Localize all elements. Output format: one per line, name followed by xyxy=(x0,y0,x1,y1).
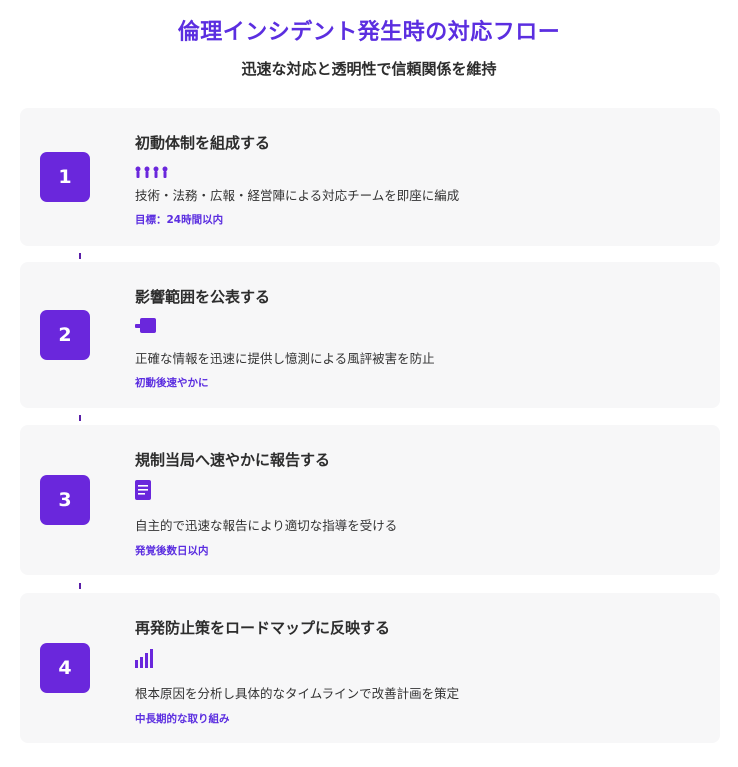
page-subtitle: 迅速な対応と透明性で信頼関係を維持 xyxy=(241,60,497,78)
step-tag: 発覚後数日以内 xyxy=(135,545,209,557)
step-description: 根本原因を分析し具体的なタイムラインで改善計画を策定 xyxy=(135,686,460,701)
megaphone-icon xyxy=(135,316,175,338)
step-connector xyxy=(79,415,81,421)
step-card-2: 2 影響範囲を公表する 正確な情報を迅速に提供し憶測による風評被害を防止 初動後… xyxy=(20,262,720,408)
step-connector xyxy=(79,583,81,589)
step-card-3: 3 規制当局へ速やかに報告する 自主的で迅速な報告により適切な指導を受ける 発覚… xyxy=(20,425,720,575)
step-connector xyxy=(79,253,81,259)
step-number-badge: 3 xyxy=(40,475,90,525)
step-description: 自主的で迅速な報告により適切な指導を受ける xyxy=(135,518,398,533)
step-card-1: 1 初動体制を組成する 技術・法務・広報・経営陣による対応チームを即座に編成 目… xyxy=(20,108,720,246)
step-number-badge: 2 xyxy=(40,310,90,360)
bar-chart-icon xyxy=(135,647,175,669)
team-people-icon xyxy=(135,162,175,184)
step-description: 技術・法務・広報・経営陣による対応チームを即座に編成 xyxy=(135,188,460,203)
step-title: 規制当局へ速やかに報告する xyxy=(135,451,331,469)
step-title: 初動体制を組成する xyxy=(135,134,271,152)
step-tag: 中長期的な取り組み xyxy=(135,713,230,725)
step-description: 正確な情報を迅速に提供し憶測による風評被害を防止 xyxy=(135,351,435,366)
page-title: 倫理インシデント発生時の対応フロー xyxy=(177,20,561,45)
step-tag: 目標：24時間以内 xyxy=(135,214,224,226)
step-title: 再発防止策をロードマップに反映する xyxy=(135,619,391,637)
step-title: 影響範囲を公表する xyxy=(135,288,271,306)
document-report-icon xyxy=(135,479,175,501)
step-number-badge: 4 xyxy=(40,643,90,693)
step-tag: 初動後速やかに xyxy=(135,377,209,389)
step-card-4: 4 再発防止策をロードマップに反映する 根本原因を分析し具体的なタイムラインで改… xyxy=(20,593,720,743)
step-number-badge: 1 xyxy=(40,152,90,202)
